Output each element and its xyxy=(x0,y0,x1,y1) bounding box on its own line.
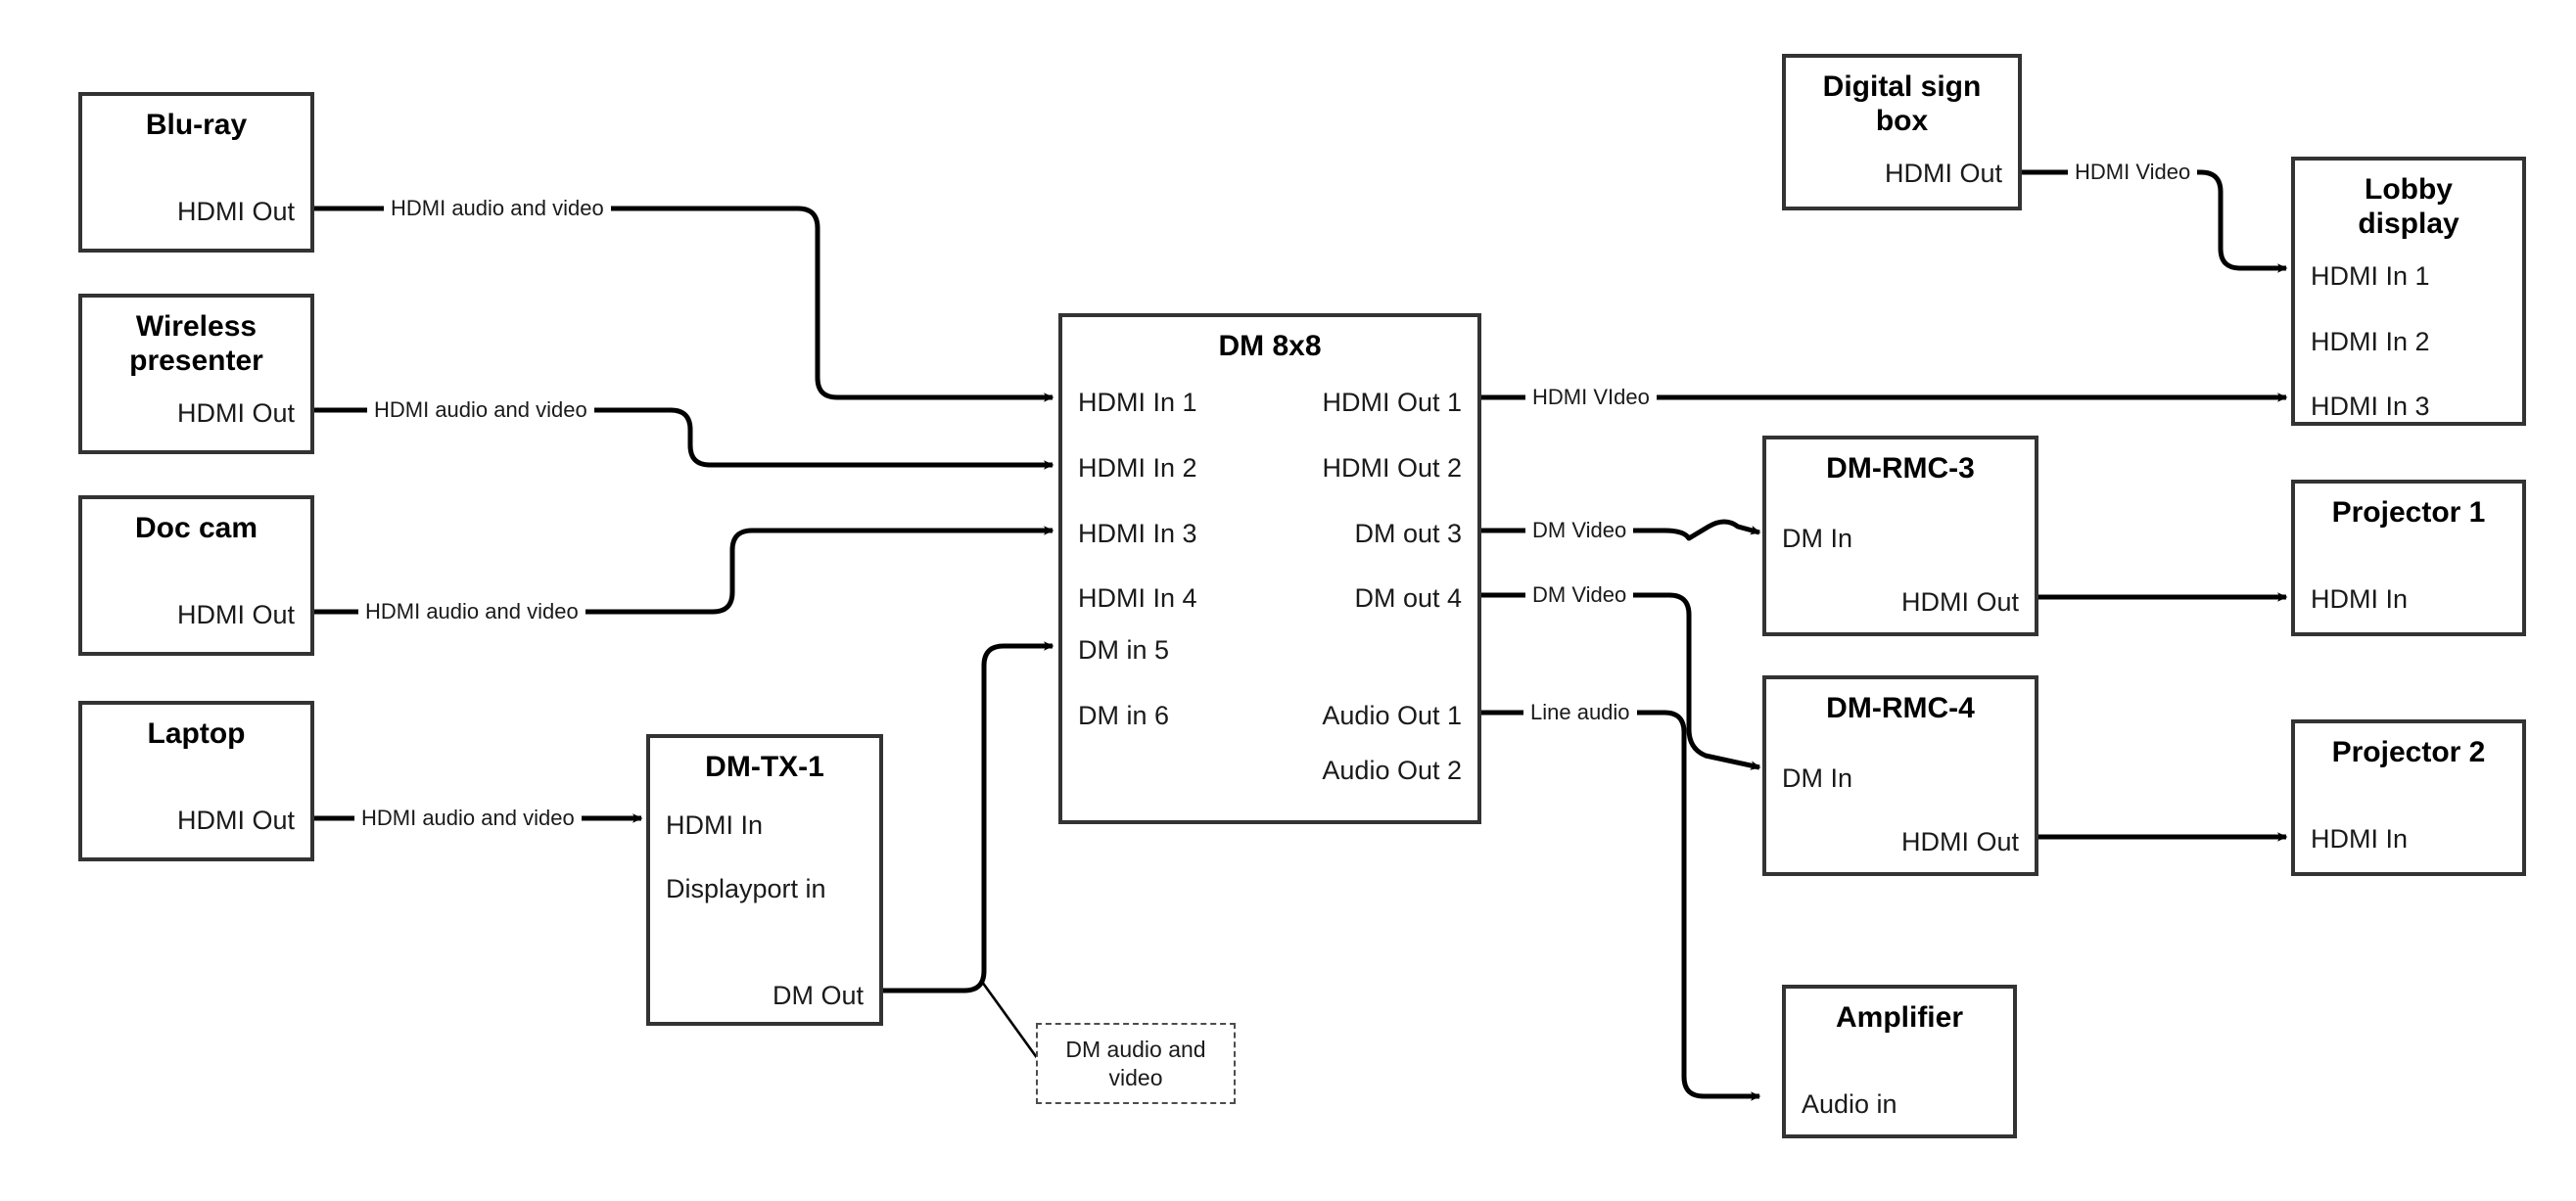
port-projector-2-hdmi-in: HDMI In xyxy=(2311,824,2409,854)
node-blu-ray[interactable]: Blu-ray HDMI Out xyxy=(78,92,314,253)
port-dm-8x8-dm-in-6: DM in 6 xyxy=(1078,701,1170,730)
port-dm-8x8-hdmi-out-1: HDMI Out 1 xyxy=(1322,388,1462,417)
edge-label-sign: HDMI Video xyxy=(2068,162,2198,183)
node-title-laptop: Laptop xyxy=(147,717,246,750)
wire-callout-leader xyxy=(980,981,1040,1060)
node-amplifier[interactable]: Amplifier Audio in xyxy=(1782,985,2017,1138)
edge-label-bluray: HDMI audio and video xyxy=(384,198,611,219)
node-title-dm-rmc-4: DM-RMC-4 xyxy=(1826,692,1975,724)
port-laptop-hdmi-out: HDMI Out xyxy=(176,806,295,835)
node-title-doc-cam: Doc cam xyxy=(134,512,258,544)
port-dm-rmc-3-hdmi-out: HDMI Out xyxy=(1900,587,2019,617)
node-title-digital-sign-box: Digital sign box xyxy=(1822,70,1982,138)
wire-dmtx1-to-dm8x8 xyxy=(883,641,1054,993)
wire-audioout1-to-amp xyxy=(1481,710,1761,1101)
port-dm-rmc-4-hdmi-out: HDMI Out xyxy=(1900,827,2019,856)
port-dm-rmc-4-dm-in: DM In xyxy=(1782,763,1853,793)
node-title-projector-1: Projector 1 xyxy=(2331,496,2486,529)
port-dm-8x8-hdmi-out-2: HDMI Out 2 xyxy=(1322,453,1462,483)
port-dm-8x8-hdmi-in-2: HDMI In 2 xyxy=(1078,453,1197,483)
port-amplifier-audio-in: Audio in xyxy=(1802,1089,1897,1119)
edge-label-dmout3: DM Video xyxy=(1525,520,1634,541)
port-blu-ray-hdmi-out: HDMI Out xyxy=(176,197,295,226)
node-dm-tx-1[interactable]: DM-TX-1 HDMI In Displayport in DM Out xyxy=(646,734,883,1026)
node-projector-1[interactable]: Projector 1 HDMI In xyxy=(2291,480,2526,636)
node-title-wireless-presenter: Wireless presenter xyxy=(129,310,263,378)
port-dm-tx-1-dm-out: DM Out xyxy=(772,981,864,1010)
node-doc-cam[interactable]: Doc cam HDMI Out xyxy=(78,495,314,656)
port-dm-8x8-audio-out-1: Audio Out 1 xyxy=(1322,701,1462,730)
node-title-blu-ray: Blu-ray xyxy=(145,109,248,141)
node-laptop[interactable]: Laptop HDMI Out xyxy=(78,701,314,861)
port-dm-8x8-dm-in-5: DM in 5 xyxy=(1078,635,1170,665)
wire-sign-to-lobby xyxy=(2022,169,2288,273)
port-dm-8x8-hdmi-in-1: HDMI In 1 xyxy=(1078,388,1197,417)
edge-label-audioout1: Line audio xyxy=(1523,702,1637,723)
node-title-dm-rmc-3: DM-RMC-3 xyxy=(1826,452,1975,485)
node-wireless-presenter[interactable]: Wireless presenter HDMI Out xyxy=(78,294,314,454)
port-dm-tx-1-displayport-in: Displayport in xyxy=(666,874,826,903)
node-dm-rmc-3[interactable]: DM-RMC-3 DM In HDMI Out xyxy=(1762,436,2038,636)
node-title-lobby-display: Lobby display xyxy=(2358,173,2459,241)
node-title-dm-tx-1: DM-TX-1 xyxy=(705,751,824,783)
node-dm-8x8[interactable]: DM 8x8 HDMI In 1 HDMI In 2 HDMI In 3 HDM… xyxy=(1058,313,1481,824)
wire-bluray-to-dm8x8 xyxy=(313,206,1054,402)
port-dm-tx-1-hdmi-in: HDMI In xyxy=(666,810,764,840)
port-dm-8x8-audio-out-2: Audio Out 2 xyxy=(1322,756,1462,785)
edge-label-wireless: HDMI audio and video xyxy=(367,399,594,421)
wire-dmout4-to-rmc4 xyxy=(1481,592,1761,770)
port-dm-8x8-dm-out-3: DM out 3 xyxy=(1354,519,1462,548)
node-title-dm-8x8: DM 8x8 xyxy=(1218,330,1322,362)
node-title-amplifier: Amplifier xyxy=(1835,1001,1964,1034)
node-dm-rmc-4[interactable]: DM-RMC-4 DM In HDMI Out xyxy=(1762,675,2038,876)
node-title-projector-2: Projector 2 xyxy=(2331,736,2486,768)
port-lobby-display-hdmi-in-1: HDMI In 1 xyxy=(2311,261,2430,291)
port-dm-8x8-dm-out-4: DM out 4 xyxy=(1354,583,1462,613)
port-lobby-display-hdmi-in-3: HDMI In 3 xyxy=(2311,392,2430,421)
edge-label-doccam: HDMI audio and video xyxy=(358,601,585,623)
edge-label-laptop: HDMI audio and video xyxy=(354,808,582,829)
port-wireless-presenter-hdmi-out: HDMI Out xyxy=(176,398,295,428)
port-lobby-display-hdmi-in-2: HDMI In 2 xyxy=(2311,327,2430,356)
port-dm-rmc-3-dm-in: DM In xyxy=(1782,524,1853,553)
port-dm-8x8-hdmi-in-3: HDMI In 3 xyxy=(1078,519,1197,548)
port-digital-sign-box-hdmi-out: HDMI Out xyxy=(1884,159,2002,188)
edge-label-dmout4: DM Video xyxy=(1525,584,1634,606)
port-doc-cam-hdmi-out: HDMI Out xyxy=(176,600,295,629)
port-projector-1-hdmi-in: HDMI In xyxy=(2311,584,2409,614)
port-dm-8x8-hdmi-in-4: HDMI In 4 xyxy=(1078,583,1197,613)
node-lobby-display[interactable]: Lobby display HDMI In 1 HDMI In 2 HDMI I… xyxy=(2291,157,2526,426)
edge-label-hdmiout1: HDMI VIdeo xyxy=(1525,387,1657,408)
node-digital-sign-box[interactable]: Digital sign box HDMI Out xyxy=(1782,54,2022,210)
node-projector-2[interactable]: Projector 2 HDMI In xyxy=(2291,719,2526,876)
callout-dm-audio-and-video: DM audio and video xyxy=(1036,1023,1236,1104)
